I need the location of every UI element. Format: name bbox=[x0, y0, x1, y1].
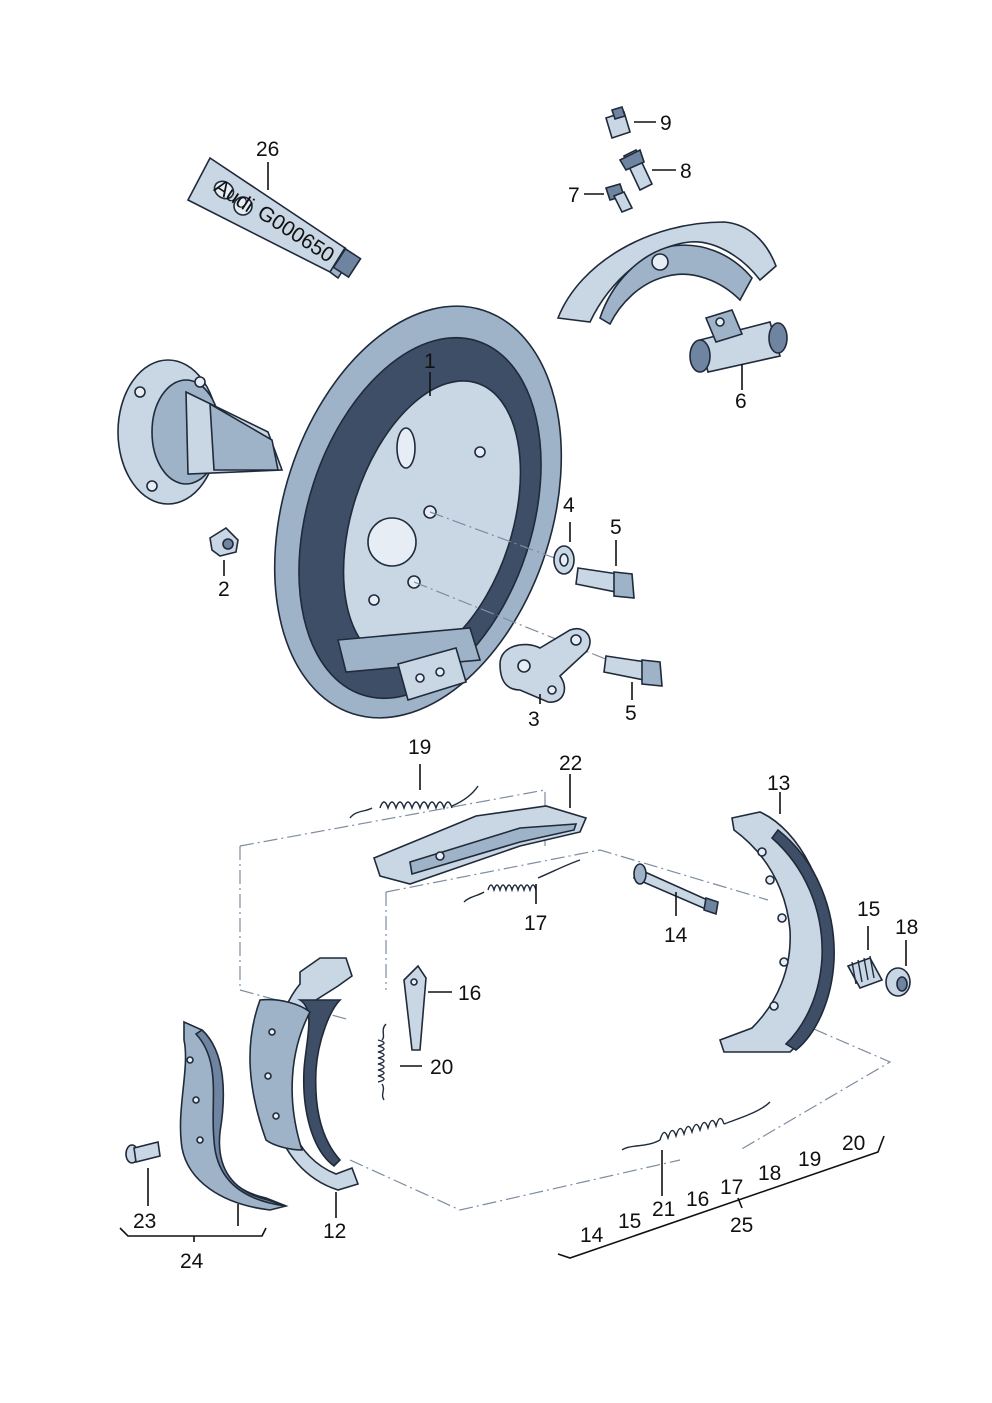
part-3-lock-plate bbox=[499, 627, 591, 703]
part-23-rivet bbox=[125, 1141, 161, 1164]
part-20-spring bbox=[377, 1023, 387, 1101]
label-7: 7 bbox=[568, 184, 580, 207]
label-2: 2 bbox=[218, 578, 230, 601]
label-17: 17 bbox=[524, 912, 547, 935]
part-15-spring bbox=[846, 955, 884, 989]
kit-item-15: 15 bbox=[618, 1210, 641, 1233]
label-9: 9 bbox=[660, 112, 672, 135]
label-5-upper: 5 bbox=[610, 516, 622, 539]
label-18: 18 bbox=[895, 916, 918, 939]
label-24: 24 bbox=[180, 1250, 204, 1273]
kit-item-17: 17 bbox=[720, 1176, 743, 1199]
part-7-screw bbox=[604, 183, 634, 214]
label-21: 21 bbox=[652, 1198, 675, 1221]
stub-axle-hub bbox=[117, 359, 284, 505]
part-4-washer bbox=[553, 545, 575, 575]
part-22-adjuster-strut bbox=[373, 805, 588, 885]
part-9-bleed-cap bbox=[605, 106, 631, 140]
part-16-lever bbox=[403, 964, 427, 1051]
label-6: 6 bbox=[735, 390, 747, 413]
label-25: 25 bbox=[730, 1214, 753, 1237]
label-14-upper: 14 bbox=[664, 924, 688, 947]
part-12-brake-shoe-left bbox=[249, 957, 360, 1191]
part-1-brake-backplate bbox=[273, 305, 563, 719]
part-14-pin bbox=[633, 863, 719, 916]
part-17-spring bbox=[463, 859, 581, 903]
label-5-lower: 5 bbox=[625, 702, 637, 725]
label-8: 8 bbox=[680, 160, 692, 183]
part-5-bolt-lower bbox=[603, 655, 663, 687]
part-21-spring bbox=[621, 1101, 771, 1151]
label-12: 12 bbox=[323, 1220, 346, 1243]
label-13: 13 bbox=[767, 772, 790, 795]
label-15: 15 bbox=[857, 898, 880, 921]
label-3: 3 bbox=[528, 708, 540, 731]
part-18-cap bbox=[885, 967, 911, 997]
part-5-bolt-upper bbox=[575, 567, 635, 599]
label-22: 22 bbox=[559, 752, 582, 775]
kit-item-18: 18 bbox=[758, 1162, 781, 1185]
part-26-grease-tube: Audi G000650 bbox=[186, 156, 362, 280]
kit-item-14: 14 bbox=[580, 1224, 604, 1247]
label-20: 20 bbox=[430, 1056, 453, 1079]
backplate-fragment bbox=[556, 221, 777, 326]
label-19: 19 bbox=[408, 736, 431, 759]
label-1: 1 bbox=[424, 350, 436, 373]
part-19-spring bbox=[349, 785, 479, 819]
part-6-wheel-cylinder bbox=[689, 309, 788, 373]
label-4: 4 bbox=[563, 494, 575, 517]
part-13-brake-shoe-right bbox=[718, 811, 835, 1053]
part-8-bleed-valve bbox=[618, 148, 654, 192]
label-23: 23 bbox=[133, 1210, 156, 1233]
label-26: 26 bbox=[256, 138, 279, 161]
kit-item-19: 19 bbox=[798, 1148, 821, 1171]
kit-item-16: 16 bbox=[686, 1188, 709, 1211]
part-2-nut bbox=[209, 526, 239, 557]
kit-item-20: 20 bbox=[842, 1132, 865, 1155]
label-16: 16 bbox=[458, 982, 481, 1005]
part-24-brake-lining bbox=[179, 1020, 289, 1211]
kit-25-group: 14 15 16 17 18 19 20 25 bbox=[557, 1132, 885, 1259]
